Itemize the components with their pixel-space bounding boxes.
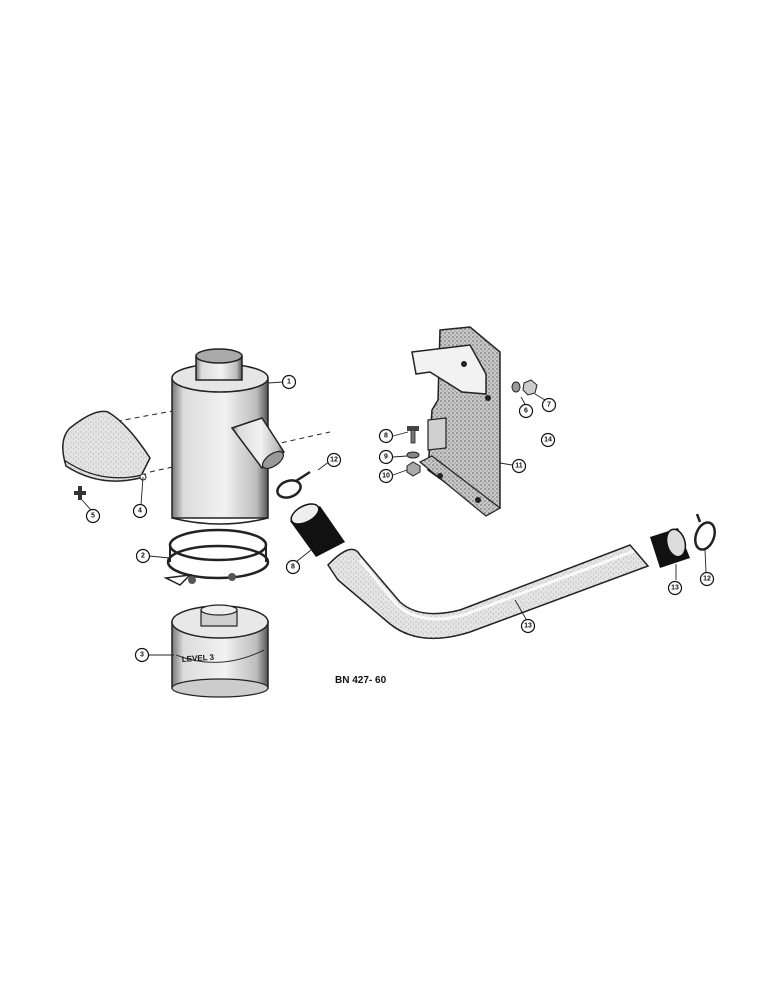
callout-7-label: 7 — [547, 402, 551, 409]
callout-12a-label: 12 — [330, 457, 338, 464]
callout-12b: 12 — [699, 571, 715, 587]
mounting-strap — [62, 410, 151, 482]
callout-2: 2 — [135, 548, 151, 564]
air-cleaner-body — [171, 348, 286, 525]
callout-11-label: 11 — [515, 463, 523, 470]
callout-14: 14 — [540, 432, 556, 448]
callout-14-label: 14 — [544, 437, 552, 444]
callout-13a-label: 13 — [671, 585, 679, 592]
callout-1: 1 — [281, 374, 297, 390]
callout-9-label: 9 — [384, 454, 388, 461]
callout-6: 6 — [518, 403, 534, 419]
callout-2-label: 2 — [141, 553, 145, 560]
hose-clamps — [276, 470, 716, 551]
callout-3-label: 3 — [140, 652, 144, 659]
callout-1-label: 1 — [287, 379, 291, 386]
clamp-ring — [163, 528, 270, 586]
mounting-bracket — [411, 326, 502, 517]
level-marking: LEVEL 3 — [182, 653, 215, 664]
intake-tube — [327, 544, 650, 640]
callout-4: 4 — [132, 503, 148, 519]
callout-13b-label: 13 — [524, 623, 532, 630]
oil-cup: LEVEL 3 — [171, 604, 269, 698]
callout-8: 8 — [378, 428, 394, 444]
callout-3: 3 — [134, 647, 150, 663]
callout-12a: 12 — [326, 452, 342, 468]
leader-lines — [81, 381, 707, 656]
callout-10-label: 10 — [382, 473, 390, 480]
callout-11: 11 — [511, 458, 527, 474]
callout-8b: 8 — [285, 559, 301, 575]
callout-6-label: 6 — [524, 408, 528, 415]
callout-8b-label: 8 — [291, 564, 295, 571]
figure-code: BN 427- 60 — [335, 675, 387, 686]
washer-and-nut — [511, 379, 538, 396]
callout-12b-label: 12 — [703, 576, 711, 583]
hose-connectors — [290, 503, 690, 568]
callout-5-label: 5 — [91, 513, 95, 520]
callout-13b: 13 — [520, 618, 536, 634]
callout-7: 7 — [541, 397, 557, 413]
callout-8-label: 8 — [384, 433, 388, 440]
callout-5: 5 — [85, 508, 101, 524]
bolt-set — [406, 426, 421, 477]
screw — [74, 486, 86, 500]
callout-4-label: 4 — [138, 508, 142, 515]
callout-13a: 13 — [667, 580, 683, 596]
callout-10: 10 — [378, 468, 394, 484]
callout-9: 9 — [378, 449, 394, 465]
